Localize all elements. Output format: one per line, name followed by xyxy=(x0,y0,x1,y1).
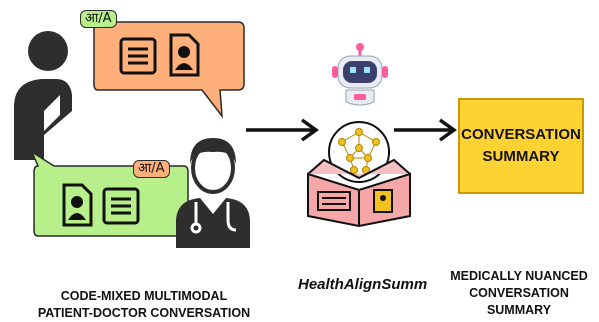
model-book-brain-icon xyxy=(307,121,411,228)
arrow-right-icon xyxy=(246,118,320,142)
doctor-language-badge: आ/A xyxy=(133,160,170,178)
conversation-summary-box: CONVERSATION SUMMARY xyxy=(458,98,584,194)
doctor-icon xyxy=(176,138,250,248)
output-caption-line2: CONVERSATION SUMMARY xyxy=(469,286,569,317)
input-caption: CODE-MIXED MULTIMODAL PATIENT-DOCTOR CON… xyxy=(37,289,251,320)
output-caption-line1: MEDICALLY NUANCED xyxy=(450,269,588,283)
image-document-icon xyxy=(169,33,200,77)
patient-icon xyxy=(14,31,72,160)
output-caption: MEDICALLY NUANCED CONVERSATION SUMMARY xyxy=(440,268,598,319)
summary-box-line2: SUMMARY xyxy=(482,148,560,165)
patient-language-badge: आ/A xyxy=(80,10,117,28)
text-document-icon xyxy=(102,187,140,225)
robot-icon xyxy=(332,43,388,106)
image-document-icon xyxy=(62,183,93,227)
model-name-label: HealthAlignSumm xyxy=(298,276,428,293)
text-document-icon xyxy=(119,37,157,75)
summary-box-line1: CONVERSATION xyxy=(461,126,581,143)
arrow-right-icon xyxy=(394,118,458,142)
